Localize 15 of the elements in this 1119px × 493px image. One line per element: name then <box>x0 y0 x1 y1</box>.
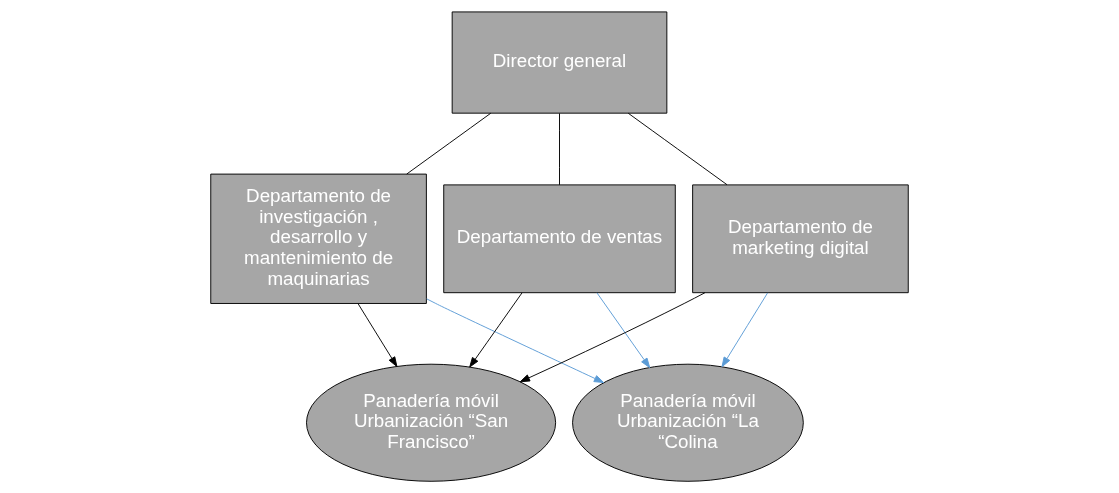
arrow <box>519 292 706 383</box>
arrow <box>357 303 398 367</box>
node-box: Departamento de marketing digital <box>692 184 909 294</box>
node-box: Director general <box>451 11 668 114</box>
arrow <box>721 292 769 368</box>
node-box: Departamento de investigación , desarrollo y mantenimiento de maquinarias <box>210 173 427 304</box>
node-ellipse: Panadería móvil Urbanización “La “Colina <box>572 363 804 482</box>
connector <box>627 112 728 186</box>
connector <box>559 113 560 186</box>
node-ellipse: Panadería móvil Urbanización “San Francisco” <box>306 363 557 482</box>
connector <box>406 112 492 175</box>
arrow <box>596 292 651 369</box>
arrow <box>426 298 605 384</box>
arrow <box>469 292 523 368</box>
node-box: Departamento de ventas <box>443 184 676 294</box>
